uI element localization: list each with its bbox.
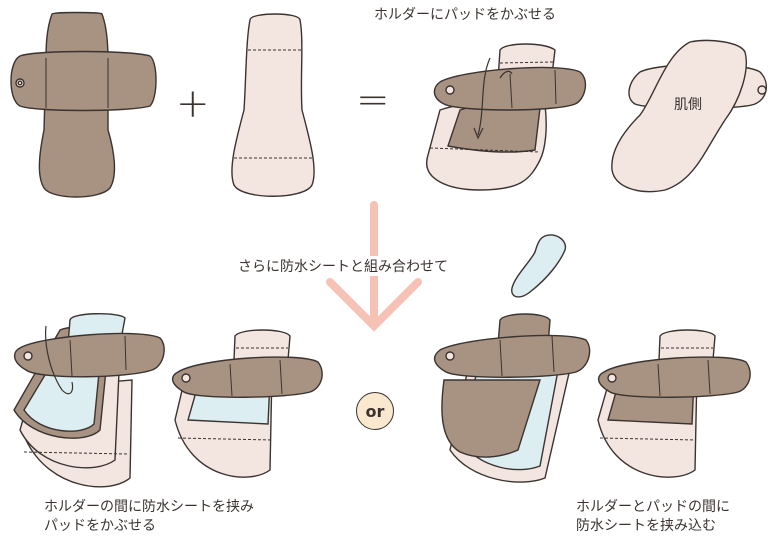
holder-top-view [10,11,157,198]
or-badge: or [356,392,394,430]
combine-instruction-text: さらに防水シートと組み合わせて [236,256,450,276]
combo-sheet-between-holder-pad [433,313,591,483]
top-instruction-text: ホルダーにパッドをかぶせる [374,7,556,23]
combo-right-alt [597,329,751,478]
pad-top-view [231,13,315,197]
left-caption-line1: ホルダーの間に防水シートを挟み [44,499,254,515]
combo-left-alt [171,329,323,478]
combo-sheet-between-holder [13,313,165,488]
equals-sign: = [356,77,390,123]
skin-side-view [611,39,767,193]
plus-sign: + [176,81,210,127]
waterproof-sheet [511,234,567,298]
skin-side-label: 肌側 [674,97,702,113]
left-caption-line2: パッドをかぶせる [44,518,156,534]
right-caption-line2: 防水シートを挟み込む [576,518,716,534]
right-caption-line1: ホルダーとパッドの間に [576,499,730,515]
holder-with-pad-combined [426,43,587,191]
